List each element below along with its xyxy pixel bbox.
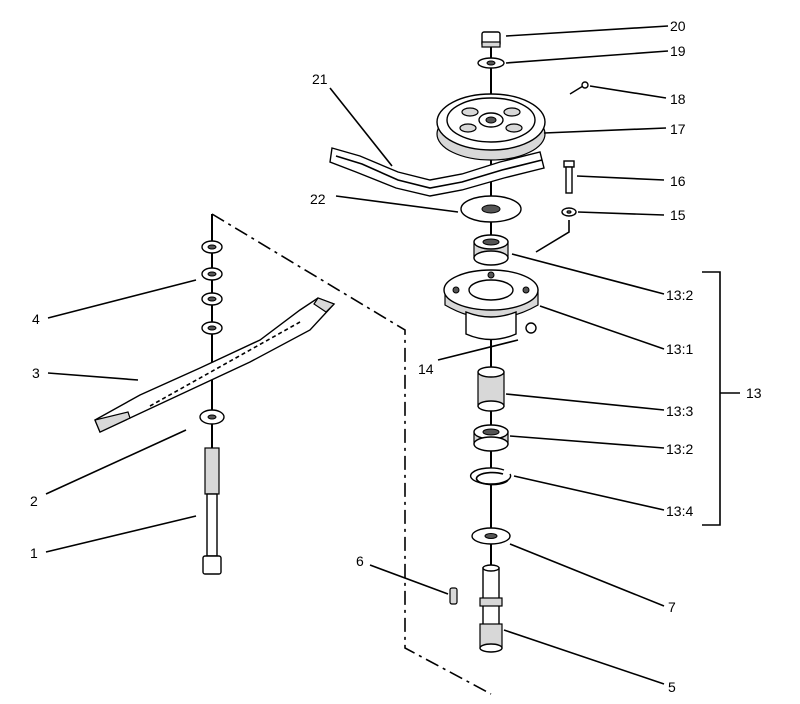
callout-13-4: 13:4 <box>666 503 693 519</box>
leader-6 <box>369 564 449 595</box>
leader-1 <box>45 515 197 553</box>
part-15-washer <box>561 207 577 217</box>
part-21-belt <box>329 147 545 197</box>
callout-22: 22 <box>310 191 326 207</box>
group-13-bracket <box>702 271 721 526</box>
callout-19: 19 <box>670 43 686 59</box>
part-16-bolt <box>563 160 575 194</box>
part-13-2-bearing-lower <box>473 424 509 452</box>
callout-6: 6 <box>356 553 364 569</box>
leader-18 <box>589 85 667 99</box>
leader-16 <box>576 175 665 181</box>
part-7-washer <box>471 527 511 545</box>
part-17-pulley <box>436 93 546 161</box>
bolt-guide-line <box>535 220 570 253</box>
callout-1: 1 <box>30 545 38 561</box>
part-1-blade-bolt <box>202 447 222 575</box>
part-22-spacer <box>460 195 522 223</box>
leader-3 <box>47 372 139 381</box>
callout-13-2-lower: 13:2 <box>666 441 693 457</box>
callout-7: 7 <box>668 599 676 615</box>
part-2-washer <box>199 409 225 425</box>
leader-19 <box>505 50 669 64</box>
leader-20 <box>505 25 669 37</box>
callout-13-1: 13:1 <box>666 341 693 357</box>
assembly-path-line <box>211 213 492 695</box>
callout-16: 16 <box>670 173 686 189</box>
part-18-grease-fitting <box>569 81 589 95</box>
callout-17: 17 <box>670 121 686 137</box>
part-6-key <box>449 587 458 605</box>
part-13-1-spindle-housing <box>443 269 539 341</box>
part-4-washer-stack <box>201 240 223 335</box>
callout-20: 20 <box>670 18 686 34</box>
leader-22 <box>335 195 459 213</box>
callout-18: 18 <box>670 91 686 107</box>
callout-21: 21 <box>312 71 328 87</box>
leader-13-2-lower <box>509 435 665 449</box>
leader-5 <box>503 629 665 685</box>
part-19-washer <box>477 57 505 69</box>
part-13-3-spacer <box>477 366 505 412</box>
leader-4 <box>47 279 197 319</box>
callout-14: 14 <box>418 361 434 377</box>
leader-13-4 <box>513 475 665 511</box>
part-13-4-snap-ring <box>469 467 512 486</box>
callout-13: 13 <box>746 385 762 401</box>
callout-13-2-upper: 13:2 <box>666 287 693 303</box>
leader-21 <box>329 87 393 167</box>
part-13-2-bearing-upper <box>473 234 509 266</box>
callout-15: 15 <box>670 207 686 223</box>
leader-13-2-upper <box>511 253 665 295</box>
part-3-blade <box>94 297 336 433</box>
callout-4: 4 <box>32 311 40 327</box>
leader-2 <box>45 429 187 495</box>
callout-3: 3 <box>32 365 40 381</box>
leader-17 <box>543 127 667 134</box>
part-5-spindle-shaft <box>479 564 503 653</box>
leader-14 <box>437 339 519 361</box>
leader-7 <box>509 543 665 607</box>
callout-5: 5 <box>668 679 676 695</box>
part-20-nut <box>481 31 501 48</box>
leader-13-3 <box>505 393 665 411</box>
callout-13-3: 13:3 <box>666 403 693 419</box>
callout-2: 2 <box>30 493 38 509</box>
leader-13-1 <box>539 305 665 350</box>
leader-15 <box>577 211 665 216</box>
